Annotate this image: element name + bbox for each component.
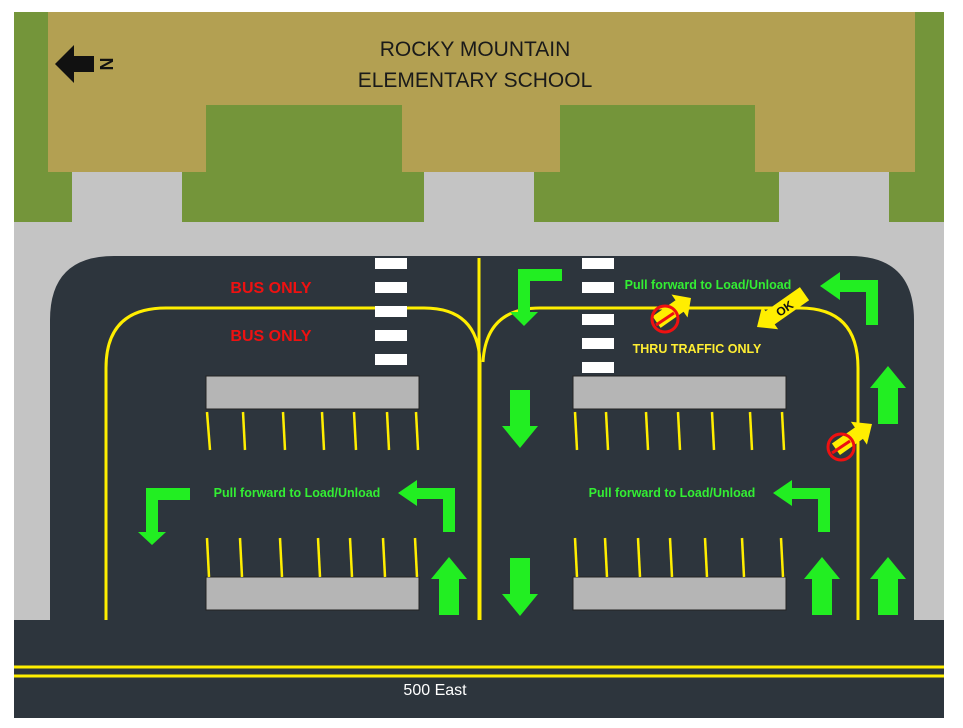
- turn-left-arrow-icon: [820, 272, 878, 325]
- crosswalk-right: [582, 258, 614, 373]
- parking-stalls-top-right: [573, 411, 786, 451]
- parking-stalls-bottom-left: [205, 537, 419, 578]
- turn-left-arrow-icon: [773, 480, 830, 532]
- island-bottom-left: [205, 576, 420, 611]
- island-bottom-right: [572, 576, 787, 611]
- sidewalk-path: [779, 172, 889, 224]
- compass-label: N: [97, 58, 117, 71]
- parking-stalls-bottom-right: [573, 537, 785, 578]
- pull-forward-label: Pull forward to Load/Unload: [625, 278, 792, 292]
- no-entry-icon: [826, 432, 856, 462]
- lane-line-right: [481, 306, 860, 620]
- turn-down-arrow-icon: [138, 488, 190, 545]
- north-arrow-icon: [55, 45, 94, 83]
- school-name-line1: ROCKY MOUNTAIN: [380, 38, 571, 61]
- school-name-line2: ELEMENTARY SCHOOL: [358, 69, 593, 92]
- pull-forward-label: Pull forward to Load/Unload: [589, 486, 756, 500]
- turn-left-arrow-icon: [398, 480, 455, 532]
- thru-traffic-label: THRU TRAFFIC ONLY: [633, 342, 762, 356]
- island-top-left: [205, 375, 420, 410]
- parking-lot: [50, 256, 914, 620]
- street: [14, 620, 944, 718]
- no-entry-icon: [650, 304, 680, 334]
- island-top-right: [572, 375, 787, 410]
- bus-only-label: BUS ONLY: [230, 280, 312, 297]
- school-building: [48, 12, 915, 172]
- pull-forward-label: Pull forward to Load/Unload: [214, 486, 381, 500]
- turn-down-arrow-icon: [510, 269, 562, 326]
- parking-stalls-top-left: [205, 411, 420, 451]
- bus-only-label: BUS ONLY: [230, 328, 312, 345]
- sidewalk-path: [424, 172, 534, 224]
- crosswalk-left: [375, 258, 407, 365]
- street-name: 500 East: [403, 682, 467, 699]
- ok-arrow-icon: [757, 287, 810, 330]
- lane-line-left: [104, 306, 482, 620]
- sidewalk-path: [72, 172, 182, 224]
